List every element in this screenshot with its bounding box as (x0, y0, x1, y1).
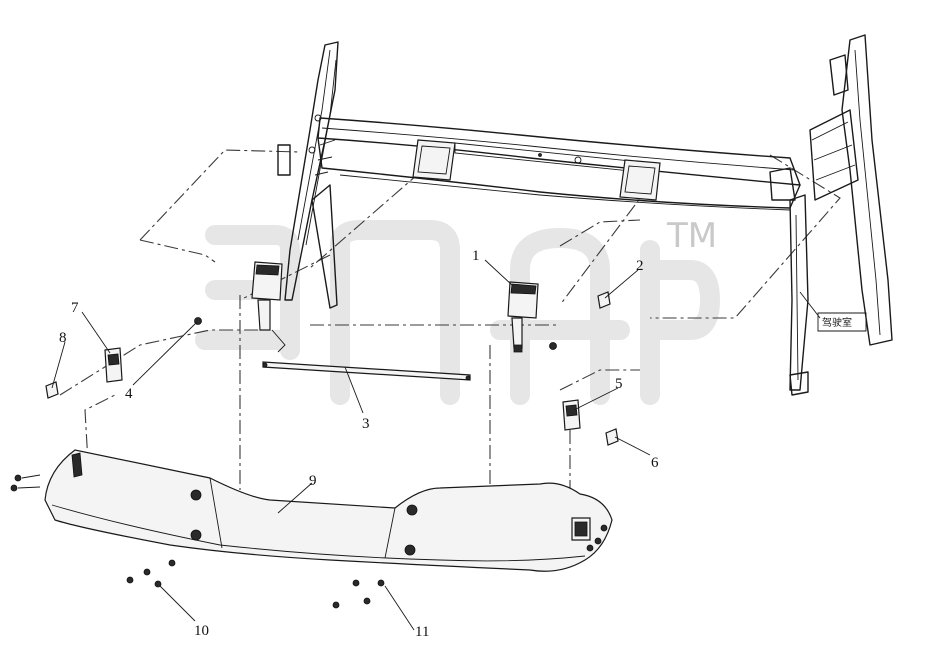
leader-lines (51, 259, 821, 631)
callout-8: 8 (59, 330, 67, 346)
callout-6: 6 (651, 455, 659, 471)
watermark-trademark: TM (666, 216, 717, 256)
callout-11: 11 (415, 624, 429, 640)
bolt-6 (605, 428, 619, 446)
callout-9: 9 (309, 473, 317, 489)
screws-right (586, 524, 608, 552)
sun-visor-9 (44, 449, 613, 572)
callout-1: 1 (472, 248, 480, 264)
screws-10 (126, 559, 176, 588)
cab-label: 驾驶室 (822, 316, 852, 329)
support-rod-3 (262, 361, 471, 381)
side-bracket-5 (562, 399, 581, 431)
callout-5: 5 (615, 376, 623, 392)
left-a-pillar (277, 41, 339, 309)
right-a-pillar (789, 34, 893, 396)
callout-10: 10 (194, 623, 209, 639)
callout-4: 4 (125, 386, 133, 402)
hinge-bracket-1 (507, 281, 539, 353)
callout-7: 7 (71, 300, 79, 316)
bolt-8 (45, 381, 59, 399)
nut-1b (549, 342, 557, 350)
side-bracket-7 (104, 347, 123, 383)
callout-labels: 1 2 3 4 5 6 7 8 9 10 11 (59, 248, 659, 640)
hinge-bracket-left (251, 261, 286, 353)
callout-3: 3 (362, 416, 370, 432)
roof-front-beam (317, 117, 801, 211)
callout-2: 2 (636, 258, 644, 274)
screws-11 (332, 579, 385, 609)
cab-label-group: 驾驶室 (817, 312, 867, 332)
screws-left (10, 474, 41, 492)
